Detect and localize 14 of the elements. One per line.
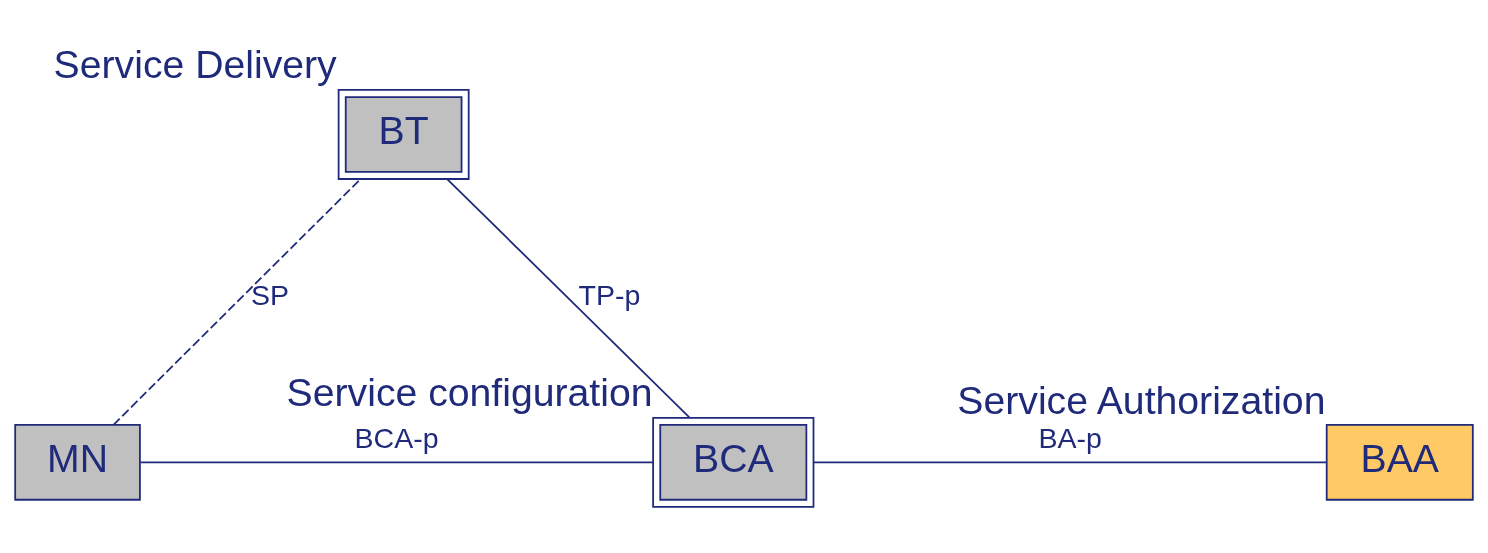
node-label: Service Delivery	[53, 42, 337, 86]
edge-label: SP	[250, 278, 290, 311]
node-box: BCA	[652, 416, 815, 508]
node-label: Service configuration	[286, 370, 653, 414]
connector	[446, 177, 691, 418]
node-box: BAA	[1325, 423, 1474, 501]
node-box: MN	[14, 423, 141, 501]
connector	[139, 460, 654, 463]
edge-label: TP-p	[578, 278, 641, 311]
connector	[812, 460, 1328, 463]
node-label: Service Authorization	[957, 378, 1326, 421]
edge-label: BA-p	[1038, 421, 1102, 454]
edge-label: BCA-p	[354, 421, 439, 454]
node-box: BT	[337, 88, 470, 180]
